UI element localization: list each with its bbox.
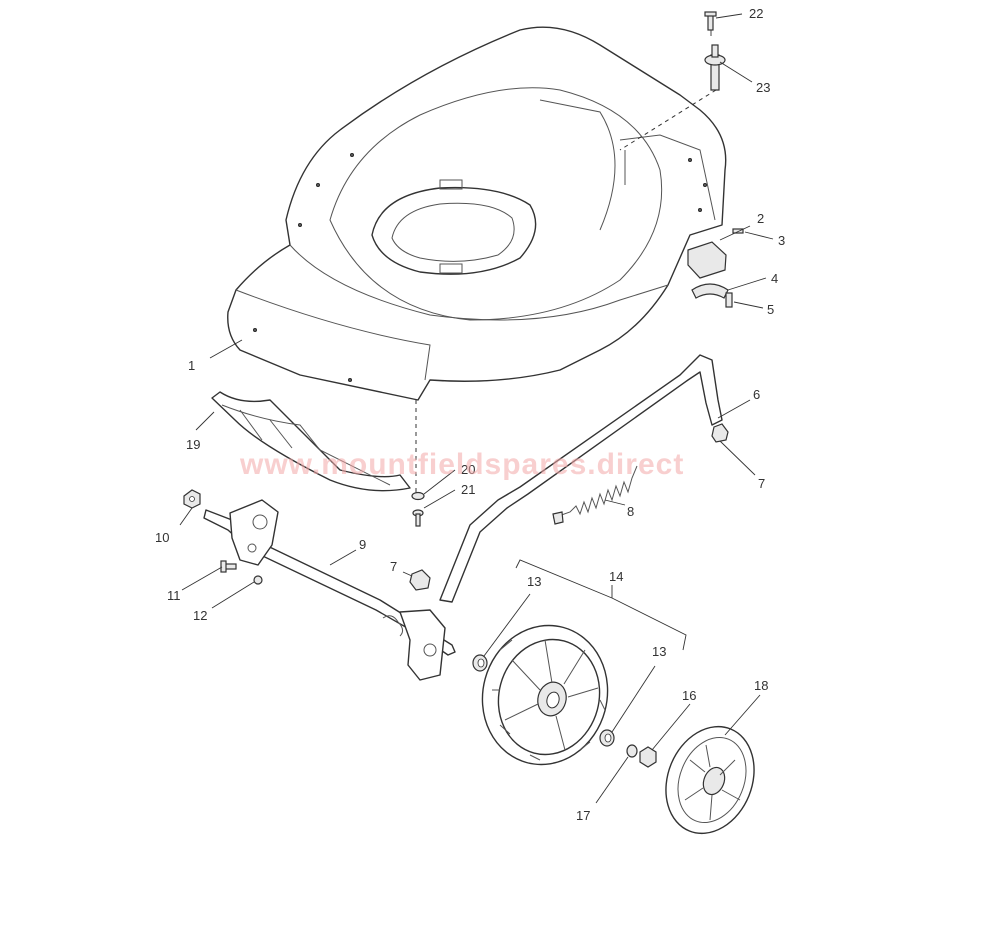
callout-23: 23 xyxy=(756,80,770,95)
washer-17 xyxy=(626,744,638,758)
callout-22: 22 xyxy=(749,6,763,21)
wheel-kit-bracket xyxy=(515,559,687,651)
nut-7-left xyxy=(409,569,431,591)
callout-17: 17 xyxy=(576,808,590,823)
front-axle-9 xyxy=(203,499,456,681)
bearing-13-right xyxy=(599,729,615,747)
callout-11: 11 xyxy=(167,588,181,603)
callout-7-left: 7 xyxy=(390,559,397,574)
callout-20: 20 xyxy=(461,462,475,477)
callout-16: 16 xyxy=(682,688,696,703)
callout-13-left: 13 xyxy=(527,574,541,589)
pivot-assembly-line xyxy=(619,89,717,151)
callout-14: 14 xyxy=(609,569,623,584)
screw-3 xyxy=(732,228,744,234)
callout-8: 8 xyxy=(627,504,634,519)
leader-lines xyxy=(179,13,774,804)
callout-7-right: 7 xyxy=(758,476,765,491)
callout-labels: 1 2 3 4 5 6 7 7 8 9 10 11 12 13 13 14 16… xyxy=(155,6,785,823)
nut-7-right xyxy=(711,423,729,443)
bolt-5 xyxy=(725,292,733,308)
bearing-13-left xyxy=(472,654,488,672)
callout-6: 6 xyxy=(753,387,760,402)
callout-2: 2 xyxy=(757,211,764,226)
callout-4: 4 xyxy=(771,271,778,286)
pivot-bolt-22 xyxy=(704,11,717,31)
spring-8 xyxy=(552,465,638,525)
mower-deck xyxy=(227,26,727,401)
pivot-pin-23 xyxy=(704,44,726,91)
bracket-2 xyxy=(687,241,727,279)
screw-21 xyxy=(412,509,424,527)
nut-16 xyxy=(639,746,657,768)
clamp-4 xyxy=(691,283,729,299)
callout-19: 19 xyxy=(186,437,200,452)
callout-18: 18 xyxy=(754,678,768,693)
hub-cap-18 xyxy=(665,725,755,835)
callout-12: 12 xyxy=(193,608,207,623)
nut-10 xyxy=(183,489,201,509)
watermark: www.mountfieldspares.direct xyxy=(239,448,684,481)
height-lever-6 xyxy=(439,354,723,603)
callout-10: 10 xyxy=(155,530,169,545)
callout-13-right: 13 xyxy=(652,644,666,659)
callout-3: 3 xyxy=(778,233,785,248)
callout-21: 21 xyxy=(461,482,475,497)
bolt-11 xyxy=(220,560,237,573)
front-flap-19 xyxy=(211,391,411,492)
washer-20 xyxy=(411,491,425,501)
callout-1: 1 xyxy=(188,358,195,373)
wheel-14 xyxy=(481,624,609,766)
nut-12 xyxy=(253,575,263,585)
callout-9: 9 xyxy=(359,537,366,552)
callout-5: 5 xyxy=(767,302,774,317)
